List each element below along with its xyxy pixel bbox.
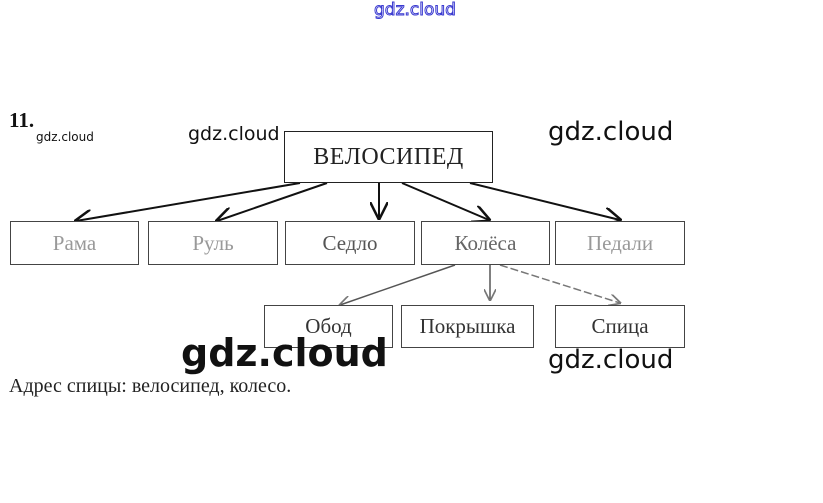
answer-text: Адрес спицы: велосипед, колесо. [9,375,292,397]
watermark-mid: gdz.cloud [188,123,280,145]
watermark-top: gdz.cloud [374,0,457,20]
watermark-small: gdz.cloud [36,130,94,144]
arrow-root-to-kolesa [401,182,489,220]
arrow-root-to-pedali [469,182,620,220]
node-root: ВЕЛОСИПЕД [284,131,493,183]
task-number: 11. [9,108,35,132]
node-rama: Рама [10,221,139,265]
arrow-root-to-rul [217,182,328,221]
node-pokryshka: Покрышка [401,305,534,348]
node-pedali: Педали [555,221,685,265]
arrow-kolesa-to-spica [499,264,620,303]
node-rul: Руль [148,221,278,265]
arrow-kolesa-to-obod [340,264,456,305]
node-sedlo: Седло [285,221,415,265]
node-obod: Обод [264,305,393,348]
watermark-right: gdz.cloud [548,117,674,147]
arrow-root-to-rama [76,182,301,221]
node-kolesa: Колёса [421,221,550,265]
watermark-big: gdz.cloud [181,331,388,375]
watermark-right-bottom: gdz.cloud [548,345,674,375]
node-spica: Спица [555,305,685,348]
